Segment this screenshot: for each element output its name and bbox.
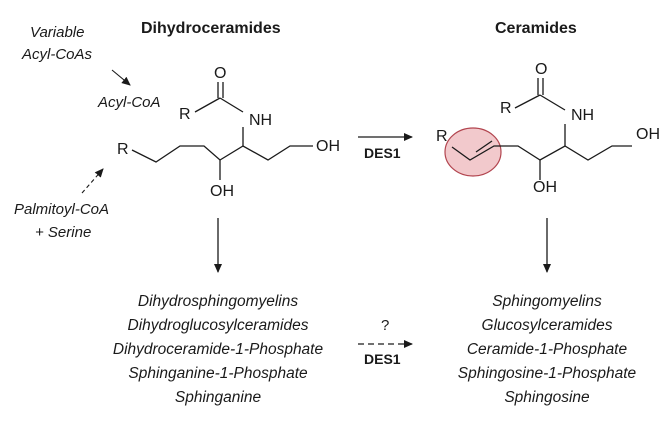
dihydroceramide-structure [131, 82, 313, 180]
list-item: Sphingomyelins [492, 293, 602, 310]
serine-label: + Serine [35, 224, 92, 241]
left-chain-r: R [117, 141, 129, 158]
list-item: Sphingosine [504, 389, 590, 406]
right-hydroxyl-oh: OH [533, 179, 557, 196]
left-carbonyl-oxygen: O [214, 65, 227, 82]
left-acyl-r: R [179, 106, 191, 123]
double-bond-highlight [444, 127, 502, 177]
right-carbonyl-oxygen: O [535, 61, 548, 78]
list-item: Sphinganine [174, 389, 262, 406]
right-acyl-r: R [500, 100, 512, 117]
list-item: Dihydrosphingomyelins [137, 293, 299, 310]
right-chain-r: R [436, 128, 448, 145]
left-terminal-oh: OH [316, 138, 340, 155]
unknown-step-mark: ? [381, 317, 390, 334]
acyl-coa-arrow [111, 69, 131, 86]
heading-dihydroceramides: Dihydroceramides [141, 20, 281, 37]
list-item: Ceramide-1-Phosphate [466, 341, 628, 358]
ceramide-products-list: Sphingomyelins Glucosylceramides Ceramid… [417, 290, 669, 410]
right-terminal-oh: OH [636, 126, 660, 143]
left-hydroxyl-oh: OH [210, 183, 234, 200]
palmitoyl-coa-label: Palmitoyl-CoA [14, 201, 110, 218]
list-item: Sphinganine-1-Phosphate [128, 365, 308, 382]
heading-ceramides: Ceramides [495, 20, 577, 37]
variable-acyl-coas-line2: Acyl-CoAs [22, 46, 93, 63]
des1-label-bottom: DES1 [364, 351, 401, 367]
des1-label-top: DES1 [364, 145, 401, 161]
dihydro-products-list: Dihydrosphingomyelins Dihydroglucosylcer… [88, 290, 348, 410]
list-item: Dihydroglucosylceramides [127, 317, 309, 334]
list-item: Sphingosine-1-Phosphate [457, 365, 637, 382]
left-nh: NH [249, 112, 273, 129]
ceramide-structure [444, 78, 632, 180]
palmitoyl-arrow [81, 168, 104, 194]
variable-acyl-coas-line1: Variable [30, 24, 85, 41]
acyl-coa-label: Acyl-CoA [98, 94, 161, 111]
list-item: Dihydroceramide-1-Phosphate [112, 341, 324, 358]
list-item: Glucosylceramides [481, 317, 613, 334]
right-nh: NH [571, 107, 595, 124]
